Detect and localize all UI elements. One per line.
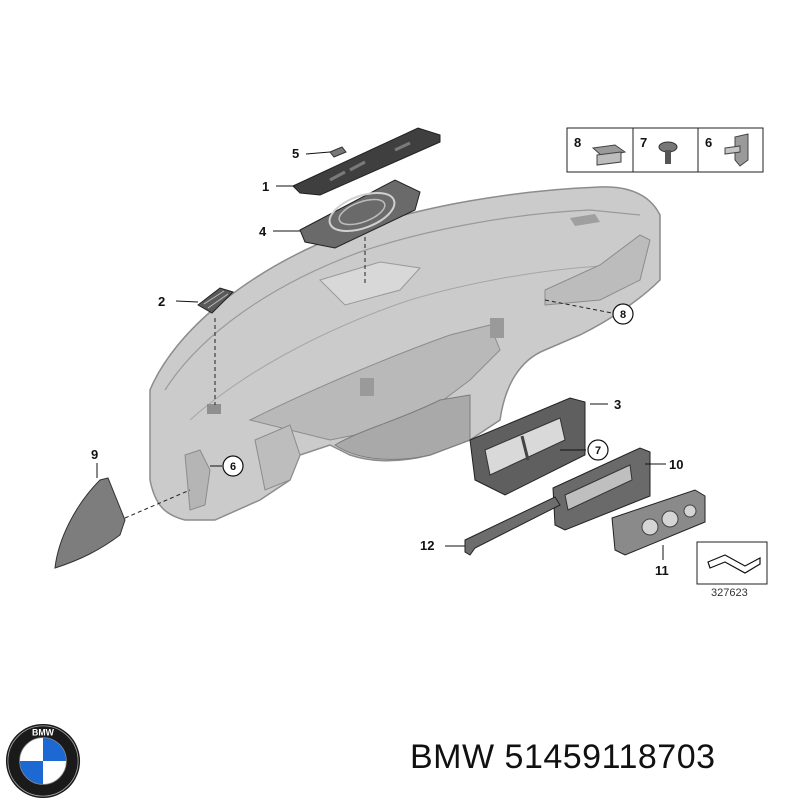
callout-2: 2: [158, 294, 165, 309]
part-number-caption: BMW 51459118703: [410, 738, 716, 776]
callout-4: 4: [259, 224, 267, 239]
bmw-logo-text: BMW: [32, 728, 55, 738]
part-air-vent: [197, 287, 234, 314]
circled-callout-8: 8: [612, 303, 634, 325]
part-end-cover: [54, 477, 126, 569]
hardware-label-7: 7: [640, 135, 647, 150]
callout-1: 1: [262, 179, 269, 194]
part-center-carrier: [469, 397, 586, 496]
leader-lines: [96, 151, 666, 560]
callout-9: 9: [91, 447, 98, 462]
orientation-arrow-icon: [707, 554, 761, 574]
callout-10: 10: [669, 457, 683, 472]
part-ac-panel: [611, 489, 706, 556]
circled-callout-7: 7: [587, 439, 609, 461]
circled-callout-6-label: 6: [230, 461, 236, 473]
screw-icon: [658, 141, 678, 164]
part-instrument-carrier: [299, 179, 421, 249]
callout-5: 5: [292, 146, 299, 161]
clip-nut-icon: [591, 144, 627, 166]
hardware-label-6: 6: [705, 135, 712, 150]
circled-callout-7-label: 7: [595, 445, 601, 457]
hardware-box: 8 7 6: [566, 127, 764, 173]
circled-callout-8-label: 8: [620, 309, 626, 321]
hardware-label-8: 8: [574, 135, 581, 150]
circled-callout-6: 6: [222, 455, 244, 477]
callout-11: 11: [655, 563, 669, 578]
part-radio-trim: [552, 447, 651, 531]
callout-12: 12: [420, 538, 434, 553]
figure-id: 327623: [711, 587, 748, 599]
dashboard-panel: [124, 186, 661, 521]
part-clip-small: [329, 146, 347, 158]
part-trim-cover: [292, 127, 441, 196]
bmw-logo: BMW: [5, 723, 81, 799]
callout-3: 3: [614, 397, 621, 412]
part-bracket: [464, 496, 561, 556]
figure-id-box: 327623: [696, 541, 768, 599]
bracket-clip-icon: [724, 133, 749, 167]
